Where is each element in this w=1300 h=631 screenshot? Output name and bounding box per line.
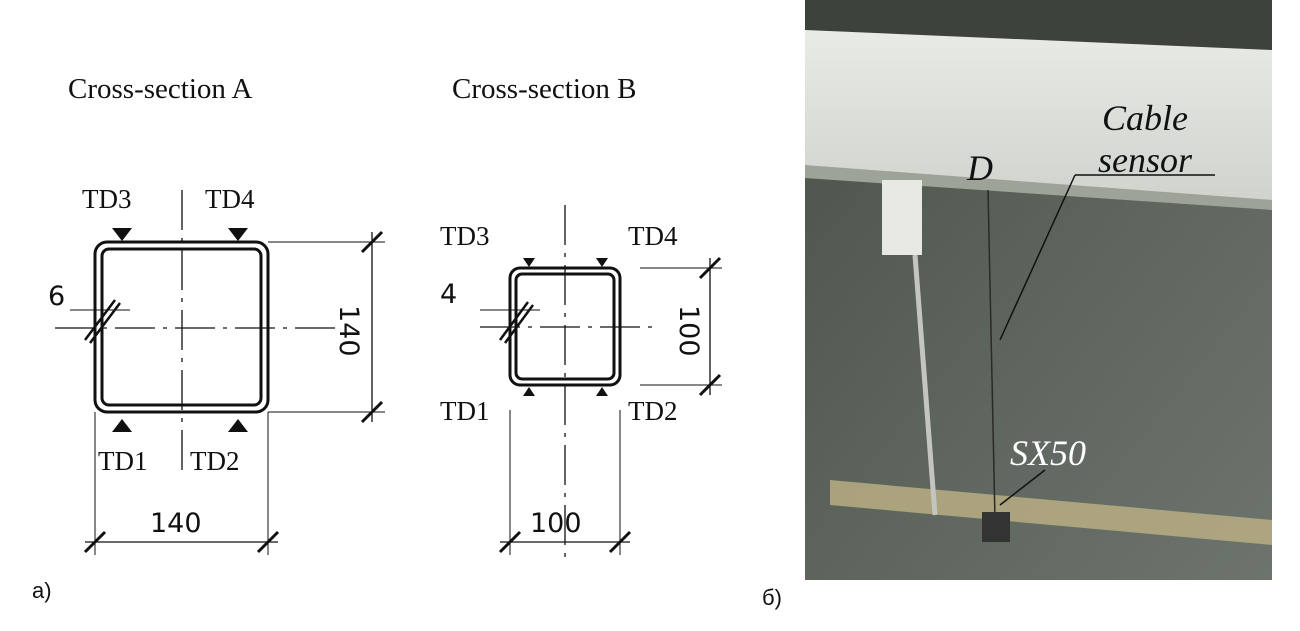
td1-label: TD1: [98, 446, 148, 476]
td3-label-b: TD3: [440, 221, 490, 251]
td4-label: TD4: [205, 184, 255, 214]
sx50-sensor: [982, 512, 1010, 542]
foam-strip: [830, 480, 1272, 545]
cross-section-b-title: Cross-section B: [452, 73, 636, 105]
td2-label: TD2: [190, 446, 240, 476]
td3-label: TD3: [82, 184, 132, 214]
panel-a-label: а): [32, 578, 52, 603]
td4-label-b: TD4: [628, 221, 678, 251]
sensor-markers: [112, 228, 248, 432]
width-dimension: 140: [150, 508, 202, 539]
test-photo: D Cable sensor SX50: [805, 0, 1272, 580]
wall-thickness-label-b: 4: [440, 279, 457, 310]
d-label: D: [966, 148, 993, 188]
cross-section-a: Cross-section A TD3 TD4 TD1 TD2 6 140 14…: [48, 73, 385, 555]
cable-label-line2: sensor: [1098, 140, 1193, 180]
cable: [987, 189, 996, 521]
height-dimension-b: 100: [673, 305, 704, 357]
cross-section-a-title: Cross-section A: [68, 73, 253, 105]
sx50-label: SX50: [1010, 433, 1086, 473]
beam: [805, 30, 1272, 205]
height-dimension: 140: [333, 305, 364, 357]
panel-b-label: б): [762, 585, 782, 610]
td1-label-b: TD1: [440, 396, 490, 426]
td2-label-b: TD2: [628, 396, 678, 426]
cable-label-line1: Cable: [1102, 98, 1188, 138]
wall-thickness-label: 6: [48, 281, 65, 312]
width-dimension-b: 100: [530, 508, 582, 539]
cross-section-b: Cross-section B TD3 TD4 TD1 TD2 4 100 10…: [440, 73, 722, 560]
rod: [912, 254, 938, 516]
bracket: [882, 180, 922, 255]
